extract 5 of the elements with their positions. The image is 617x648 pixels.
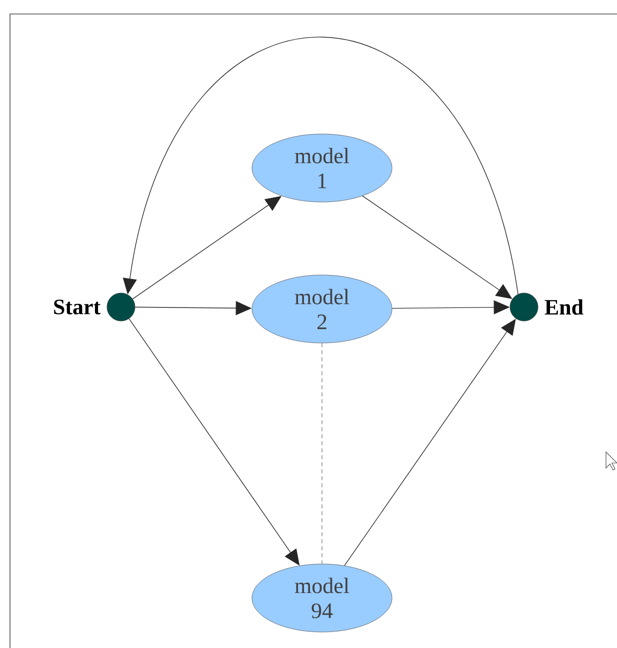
arrow [122, 36, 518, 294]
terminal-label: Start [54, 300, 100, 314]
terminal-label: End [544, 299, 584, 315]
terminal-dot [106, 292, 136, 322]
terminal-dot [510, 292, 538, 322]
